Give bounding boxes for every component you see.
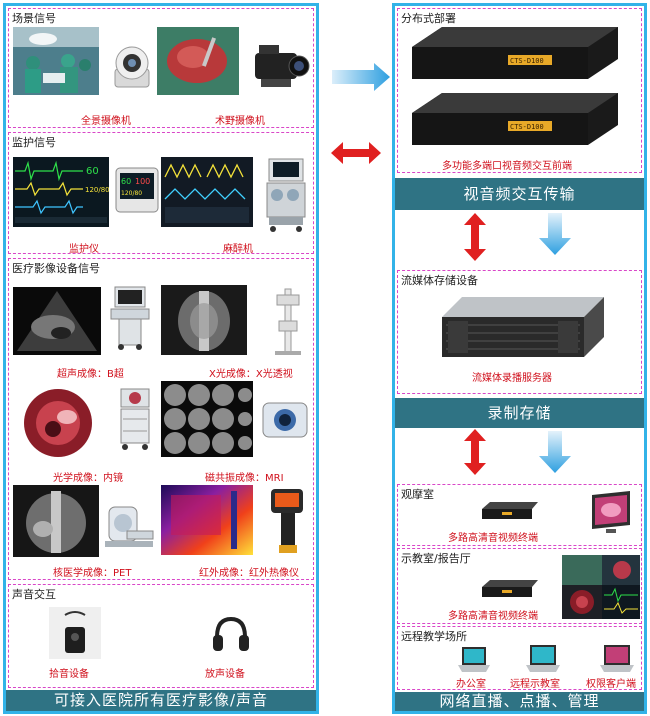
scene-caption-0: 全景摄像机 (81, 116, 131, 127)
anesthesia-machine-image (266, 158, 306, 232)
operating-room-photo (13, 27, 99, 95)
vertical-bidirectional-arrow-icon (464, 213, 486, 261)
distributed-section: 分布式部署 CTS-D100 CTS-D100 多功能多端口视音频交互前端 (397, 8, 642, 173)
device-display-top: CTS-D100 (510, 57, 544, 65)
ultrasound-machine-image (110, 286, 150, 350)
audio-caption-1: 放声设备 (205, 669, 245, 680)
portable-monitor-image: 60 100 120/80 (115, 167, 159, 213)
remote-caption-0: 办公室 (456, 679, 486, 690)
left-footer-bar: 可接入医院所有医疗影像/声音 (6, 690, 316, 711)
remote-teaching-title: 远程教学场所 (401, 630, 467, 643)
pet-machine-image (105, 506, 154, 547)
infrared-image (161, 485, 253, 555)
scene-signal-section: 场景信号 (8, 8, 314, 128)
office-laptop-icon (458, 647, 490, 672)
monitor-caption-1: 麻醉机 (223, 244, 253, 255)
microphone-device-image (49, 607, 101, 659)
scene-signal-title: 场景信号 (12, 12, 56, 25)
surgical-field-photo (157, 27, 239, 95)
down-arrow-icon (539, 213, 571, 255)
bidirectional-arrow-icon (331, 142, 381, 164)
mri-scan-image (161, 381, 253, 457)
imaging-caption-5: 红外成像：红外热像仪 (199, 568, 299, 579)
audio-caption-0: 拾音设备 (49, 669, 89, 680)
device-display-bottom: CTS-D100 (510, 123, 544, 131)
classroom-screens-image (562, 555, 640, 619)
thermal-camera-image (271, 489, 303, 553)
field-camera-image (255, 45, 310, 87)
left-panel: 场景信号 (3, 3, 319, 714)
anesthesia-screen (161, 157, 253, 227)
monitor-reading-1: 120/80 (85, 186, 109, 194)
monitor-signal-title: 监护信号 (12, 136, 56, 149)
vertical-bidirectional-arrow-icon-2 (464, 429, 486, 475)
streaming-server-image (442, 297, 604, 357)
storage-section: 流媒体存储设备 流媒体录播服务器 (397, 270, 642, 394)
viewing-monitor-image (592, 491, 630, 533)
monitor-signal-section: 监护信号 60 120/80 60 100 120/80 (8, 132, 314, 255)
forward-arrow-icon (332, 63, 390, 91)
right-footer-bar: 网络直播、点播、管理 (395, 692, 644, 711)
portable-reading-0: 60 (121, 177, 131, 186)
pet-scan-image (13, 485, 99, 557)
xray-image (161, 285, 247, 355)
remote-teaching-section: 远程教学场所 办公室 远程示教室 权限客户端 (397, 626, 642, 690)
speaker-headset-image (213, 616, 249, 651)
imaging-caption-4: 核医学成像：PET (53, 568, 132, 579)
endoscope-view-image (24, 389, 92, 457)
viewing-caption: 多路高清音视频终端 (448, 533, 538, 544)
monitor-reading-0: 60 (86, 166, 99, 177)
imaging-signal-section: 医疗影像设备信号 超声成像：B超 X光成 (8, 258, 314, 580)
av-frontend-device-bottom: CTS-D100 (412, 93, 618, 145)
down-arrow-icon-2 (539, 431, 571, 473)
xray-machine-image (275, 288, 301, 355)
remote-caption-1: 远程示教室 (510, 679, 560, 690)
viewing-room-section: 观摩室 多路高清音视频终端 (397, 484, 642, 546)
remote-caption-2: 权限客户端 (586, 679, 636, 690)
panoramic-camera-image (114, 46, 150, 88)
right-panel: 分布式部署 CTS-D100 CTS-D100 多功能多端口视音频交互前端 视音… (392, 3, 647, 714)
audio-title: 声音交互 (12, 588, 56, 601)
storage-title: 流媒体存储设备 (401, 274, 478, 287)
imaging-caption-0: 超声成像：B超 (57, 369, 124, 380)
portable-reading-2: 100 (135, 177, 150, 186)
classroom-terminal-image (482, 580, 538, 597)
distributed-caption: 多功能多端口视音频交互前端 (442, 161, 572, 172)
endoscope-tower-image (120, 388, 150, 450)
remote-classroom-laptop-icon (526, 645, 560, 672)
imaging-caption-1: X光成像：X光透视 (209, 369, 293, 380)
monitor-caption-0: 监护仪 (69, 244, 99, 255)
mri-machine-image (262, 402, 308, 438)
scene-caption-1: 术野摄像机 (215, 116, 265, 127)
portable-reading-1: 120/80 (121, 190, 142, 197)
imaging-caption-3: 磁共振成像：MRI (205, 473, 284, 484)
storage-caption: 流媒体录播服务器 (472, 373, 552, 384)
classroom-section: 示教室/报告厅 多路高清音视频终端 (397, 548, 642, 624)
ultrasound-scan-image (13, 287, 101, 355)
av-frontend-device-top: CTS-D100 (412, 27, 618, 79)
distributed-title: 分布式部署 (401, 12, 456, 25)
classroom-title: 示教室/报告厅 (401, 552, 471, 565)
imaging-caption-2: 光学成像：内镜 (53, 473, 123, 484)
patient-monitor-screen: 60 120/80 (13, 157, 109, 227)
hd-terminal-image (482, 502, 538, 519)
record-storage-bar: 录制存储 (395, 398, 644, 428)
imaging-signal-title: 医疗影像设备信号 (12, 262, 100, 275)
viewing-room-title: 观摩室 (401, 488, 434, 501)
classroom-caption: 多路高清音视频终端 (448, 611, 538, 622)
authorized-client-laptop-icon (600, 645, 634, 672)
audio-section: 声音交互 拾音设备 放声设备 (8, 584, 314, 688)
av-transmission-bar: 视音频交互传输 (395, 178, 644, 210)
